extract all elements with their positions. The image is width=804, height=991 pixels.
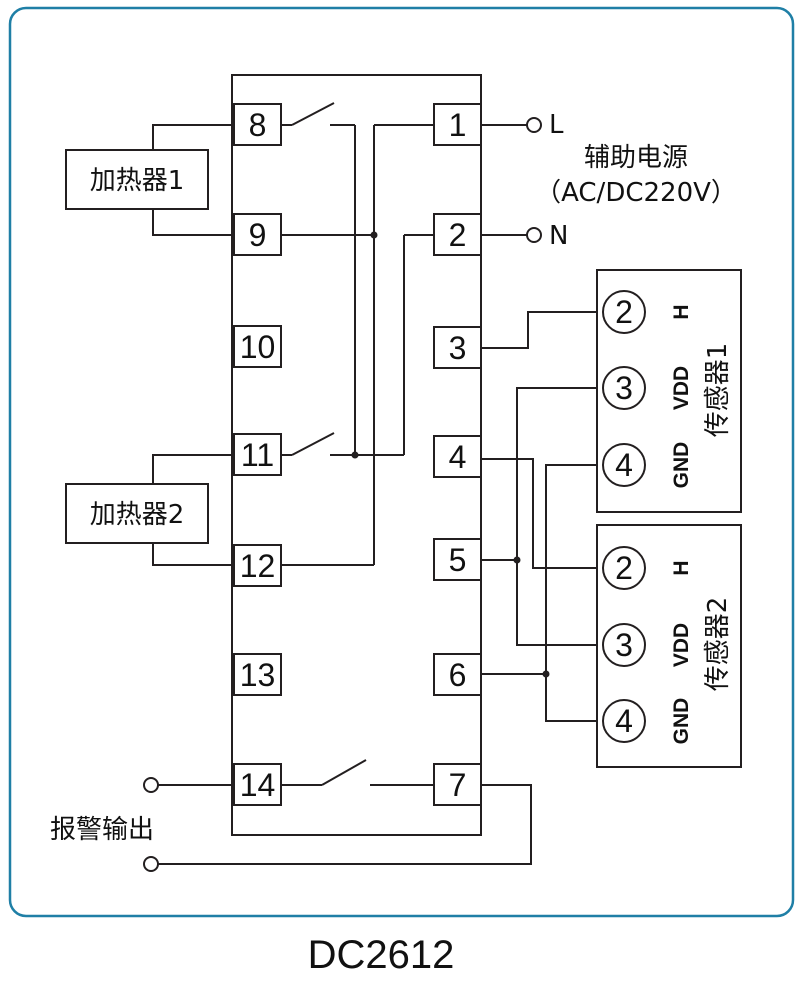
sensor2-pin-vdd-num: 3 <box>615 627 633 663</box>
alarm-out-circle-top <box>143 777 159 793</box>
terminal-11: 11 <box>241 437 274 473</box>
heater1-box <box>65 149 209 210</box>
diagram-frame <box>8 6 795 918</box>
terminal-3: 3 <box>449 330 467 366</box>
terminal-l-circle <box>526 117 542 133</box>
left-terminals: 8 9 10 11 12 13 14 <box>233 103 282 806</box>
sensor1-pin-vdd-num: 3 <box>615 370 633 406</box>
sensor2-pin-h-label: H <box>670 560 693 575</box>
sensor2: 2 3 4 H VDD GND 传感器2 <box>596 524 742 768</box>
heater2-box <box>65 483 209 544</box>
right-terminals: 1 2 3 4 5 6 7 <box>433 103 482 806</box>
sensor1-pin-vdd-label: VDD <box>670 366 693 410</box>
terminal-2: 2 <box>449 217 467 253</box>
junction-dot <box>351 451 359 459</box>
power-title: 辅助电源 <box>584 143 688 173</box>
alarm-output-label: 报警输出 <box>50 815 154 845</box>
terminal-n-circle <box>526 227 542 243</box>
terminal-7: 7 <box>449 767 467 803</box>
power-l-label: L <box>549 110 564 140</box>
sensor2-name: 传感器2 <box>703 597 733 692</box>
junction-dot <box>542 670 550 678</box>
sensor2-pin-gnd-num: 4 <box>615 703 633 739</box>
terminal-4: 4 <box>449 439 467 475</box>
alarm-switch <box>321 759 367 786</box>
wires <box>152 102 600 865</box>
sensor1: 2 3 4 H VDD GND 传感器1 <box>596 269 742 513</box>
sensor2-pin-h-num: 2 <box>615 550 633 586</box>
sensor1-name: 传感器1 <box>703 343 733 438</box>
terminal-6: 6 <box>449 657 467 693</box>
heater2-label: 加热器2 <box>90 500 185 530</box>
junction-dot <box>370 231 378 239</box>
sensor1-pin-gnd-label: GND <box>670 442 693 489</box>
terminal-12: 12 <box>240 548 276 584</box>
sensor2-pin-gnd-label: GND <box>670 698 693 745</box>
sensor1-pin-h-num: 2 <box>615 294 633 330</box>
terminal-9: 9 <box>249 217 267 253</box>
alarm-out-circle-bottom <box>143 856 159 872</box>
sensor1-pin-gnd-num: 4 <box>615 447 633 483</box>
terminal-14: 14 <box>240 767 276 803</box>
model-number: DC2612 <box>308 933 455 977</box>
terminal-8: 8 <box>249 107 267 143</box>
power-spec: （AC/DC220V） <box>535 178 737 208</box>
terminal-10: 10 <box>240 329 276 365</box>
sensor2-pin-vdd-label: VDD <box>670 623 693 667</box>
power-n-label: N <box>549 221 568 251</box>
relay1-switch <box>291 102 335 126</box>
terminal-1: 1 <box>449 107 467 143</box>
relay2-switch <box>291 432 335 456</box>
junction-dot <box>513 556 521 564</box>
heater1-label: 加热器1 <box>90 166 185 196</box>
sensor1-pin-h-label: H <box>670 304 693 319</box>
terminal-13: 13 <box>240 657 276 693</box>
terminal-5: 5 <box>449 542 467 578</box>
